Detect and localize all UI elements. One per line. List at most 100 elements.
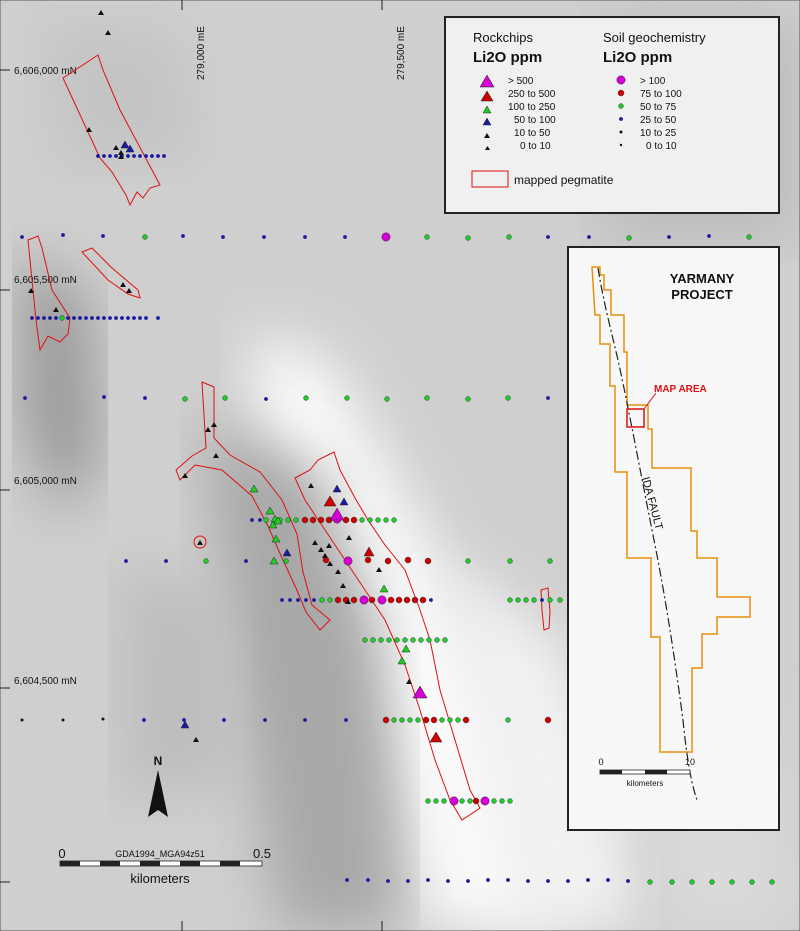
rock-legend-label: 10 to 50 bbox=[514, 128, 551, 139]
rock-legend-label: 0 to 10 bbox=[520, 141, 551, 152]
soil-sample bbox=[61, 233, 65, 237]
soil-sample bbox=[467, 798, 473, 804]
soil-sample bbox=[424, 557, 432, 565]
rock-legend-label: 50 to 100 bbox=[514, 115, 556, 126]
soil-sample bbox=[506, 878, 510, 882]
soil-sample bbox=[263, 718, 267, 722]
soil-sample bbox=[547, 558, 553, 564]
soil-sample bbox=[729, 879, 735, 885]
rockchip-sample bbox=[53, 307, 59, 312]
soil-sample bbox=[317, 516, 325, 524]
rockchip-sample bbox=[213, 453, 219, 458]
rock-legend-label: > 500 bbox=[508, 76, 534, 87]
soil-sample bbox=[334, 596, 342, 604]
soil-sample bbox=[455, 717, 461, 723]
soil-sample bbox=[459, 798, 465, 804]
soil-sample bbox=[250, 518, 254, 522]
scale-unit: kilometers bbox=[130, 871, 190, 886]
soil-sample bbox=[144, 154, 148, 158]
soil-sample bbox=[66, 316, 70, 320]
soil-sample bbox=[667, 235, 671, 239]
rockchip-sample bbox=[86, 127, 92, 132]
rockchip-highlight bbox=[193, 535, 207, 549]
soil-sample bbox=[480, 796, 490, 806]
soil-legend-label: > 100 bbox=[640, 76, 666, 87]
northing-label: 6,605,500 mN bbox=[14, 275, 77, 286]
rockchips-title: Rockchips bbox=[473, 30, 533, 45]
soil-sample bbox=[626, 235, 632, 241]
rockchip-sample bbox=[269, 556, 279, 565]
soil-sample bbox=[263, 517, 269, 523]
rockchip-sample bbox=[182, 473, 188, 478]
rockchip-sample bbox=[323, 495, 337, 507]
soil-sample bbox=[540, 598, 544, 602]
legend-soil-symbol bbox=[618, 103, 624, 109]
soil-sample bbox=[382, 716, 390, 724]
soil-sample bbox=[546, 879, 550, 883]
soil-sample bbox=[395, 596, 403, 604]
soil-title: Soil geochemistry bbox=[603, 30, 706, 45]
soil-sample bbox=[434, 637, 440, 643]
soil-sample bbox=[429, 598, 433, 602]
soil-sample bbox=[505, 717, 511, 723]
rockchip-sample bbox=[327, 561, 333, 566]
soil-sample bbox=[90, 316, 94, 320]
soil-sample bbox=[709, 879, 715, 885]
soil-sample bbox=[410, 637, 416, 643]
soil-sample bbox=[606, 878, 610, 882]
soil-sample bbox=[384, 557, 392, 565]
pegmatite-outline bbox=[294, 451, 481, 821]
soil-sample bbox=[433, 798, 439, 804]
soil-sample bbox=[143, 396, 147, 400]
soil-sample bbox=[303, 395, 309, 401]
soil-sample bbox=[411, 596, 419, 604]
pegmatite-outlines bbox=[27, 54, 551, 821]
rockchip-sample bbox=[326, 543, 332, 548]
soil-sample bbox=[499, 798, 505, 804]
soil-sample bbox=[426, 878, 430, 882]
soil-sample bbox=[441, 798, 447, 804]
rockchip-sample bbox=[268, 520, 278, 529]
soil-sample bbox=[101, 234, 105, 238]
rockchip-sample bbox=[126, 288, 132, 293]
rockchip-sample bbox=[429, 731, 443, 743]
soil-sample bbox=[587, 235, 591, 239]
soil-sample bbox=[344, 718, 348, 722]
soil-sample bbox=[345, 878, 349, 882]
scale-tick: 0.5 bbox=[253, 846, 271, 861]
inset-title-line2: PROJECT bbox=[671, 287, 732, 302]
soil-sample bbox=[465, 396, 471, 402]
soil-sample bbox=[465, 558, 471, 564]
inset-scale-tick: 10 bbox=[685, 757, 695, 767]
grid: 6,606,000 mN 6,605,500 mN 6,605,000 mN 6… bbox=[0, 0, 407, 931]
fault-line bbox=[597, 267, 698, 801]
soil-sample bbox=[586, 878, 590, 882]
northing-label: 6,604,500 mN bbox=[14, 676, 77, 687]
rockchip-sample bbox=[193, 737, 199, 742]
rockchip-sample bbox=[271, 534, 281, 543]
soil-sample bbox=[689, 879, 695, 885]
soil-sample bbox=[142, 718, 146, 722]
soil-sample bbox=[138, 316, 142, 320]
soil-legend-label: 25 to 50 bbox=[640, 115, 677, 126]
rockchip-sample bbox=[339, 497, 349, 506]
tenement-outline bbox=[591, 266, 751, 753]
soil-sample bbox=[506, 234, 512, 240]
soil-sample bbox=[144, 316, 148, 320]
soil-legend-label: 50 to 75 bbox=[640, 102, 677, 113]
soil-sample bbox=[126, 154, 130, 158]
soil-sample bbox=[48, 316, 52, 320]
rockchip-sample bbox=[105, 30, 111, 35]
easting-label: 279,000 mE bbox=[196, 26, 207, 80]
soil-sample bbox=[368, 596, 376, 604]
soil-sample bbox=[377, 595, 387, 605]
soil-sample bbox=[424, 395, 430, 401]
legend-soil-symbol bbox=[617, 89, 625, 97]
soil-sample bbox=[142, 234, 148, 240]
soil-sample bbox=[280, 598, 284, 602]
rockchip-sample bbox=[265, 506, 275, 515]
northing-label: 6,605,000 mN bbox=[14, 476, 77, 487]
soil-sample bbox=[362, 637, 368, 643]
rockchip-sample bbox=[273, 516, 283, 525]
soil-sample bbox=[626, 879, 630, 883]
